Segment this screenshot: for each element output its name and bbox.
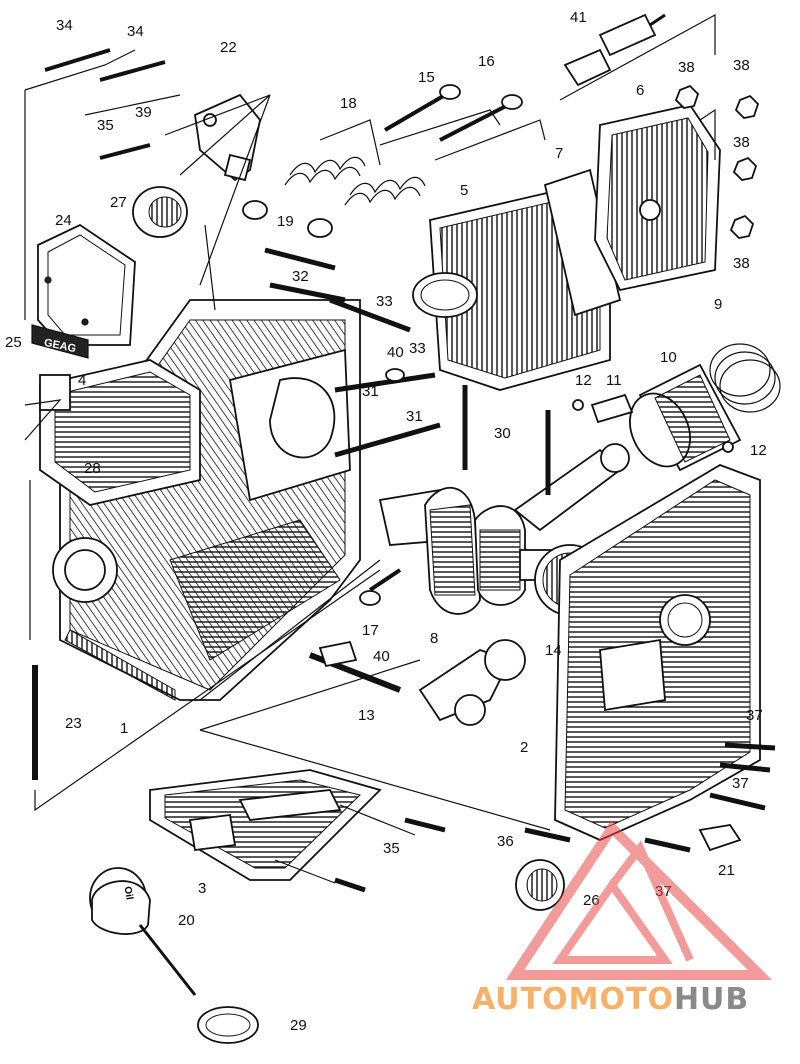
callout-label: 9 [714, 296, 722, 313]
connecting-rod [513, 443, 630, 532]
crankcase-right [554, 464, 761, 841]
callout-label: 2 [520, 739, 528, 756]
watermark-logo [505, 820, 773, 980]
base-cover [149, 769, 382, 881]
oil-dipstick: Oil [89, 867, 197, 996]
callout-label: 25 [5, 334, 22, 351]
callout-label: 18 [340, 95, 357, 112]
callout-label: 38 [733, 255, 750, 272]
callout-label: 31 [406, 408, 423, 425]
callout-label: 16 [478, 53, 495, 70]
callout-label: 15 [418, 69, 435, 86]
nuts [674, 84, 760, 239]
callout-label: 24 [55, 212, 72, 229]
studs-and-bolts [32, 48, 776, 893]
callout-label: 29 [290, 1017, 307, 1034]
callout-label: 8 [430, 630, 438, 647]
spark-plug [563, 13, 666, 87]
brand-part-1: AUTOMOTO [472, 982, 674, 1017]
leader-lines [24, 13, 716, 884]
callout-label: 10 [660, 349, 677, 366]
piston [629, 363, 742, 472]
callout-label: 5 [460, 182, 468, 199]
valve-chamber [39, 359, 201, 506]
valve-springs [242, 156, 426, 238]
dipstick-text: Oil [122, 886, 135, 901]
callout-label: 13 [358, 707, 375, 724]
brand-part-2: HUB [673, 982, 750, 1017]
callout-label: 35 [97, 117, 114, 134]
bearing-27 [132, 186, 188, 238]
callout-label: 3 [198, 880, 206, 897]
callout-label: 12 [750, 442, 767, 459]
bearing-26 [515, 859, 565, 911]
callout-label: 40 [387, 344, 404, 361]
callout-label: 38 [733, 57, 750, 74]
bracket [194, 93, 261, 182]
callout-label: 27 [110, 194, 127, 211]
callout-label: 7 [555, 145, 563, 162]
callout-label: 11 [606, 372, 622, 389]
callout-label: 14 [545, 642, 562, 659]
callout-label: 38 [678, 59, 695, 76]
piston-rings [709, 343, 781, 413]
callout-label: 28 [84, 460, 101, 477]
callout-label: 37 [746, 707, 763, 724]
callout-label: 17 [362, 622, 379, 639]
callout-label: 20 [178, 912, 195, 929]
callout-label: 30 [494, 425, 511, 442]
tappet-cover: GEAG [31, 223, 136, 359]
balance-lever [418, 639, 526, 726]
callout-label: 19 [277, 213, 294, 230]
callout-label: 38 [733, 134, 750, 151]
cylinder-head [543, 103, 721, 317]
watermark-brand: AUTOMOTOHUB [472, 982, 749, 1017]
callout-label: 33 [409, 340, 426, 357]
valves [383, 84, 523, 142]
callout-label: 22 [220, 39, 237, 56]
callout-label: 31 [362, 383, 379, 400]
callout-label: 4 [78, 372, 86, 389]
callout-label: 35 [383, 840, 400, 857]
callout-label: 34 [56, 17, 73, 34]
callout-label: 34 [127, 23, 144, 40]
callout-label: 1 [120, 720, 128, 737]
callout-label: 21 [718, 862, 735, 879]
sealing-washer [197, 1006, 259, 1044]
callout-label: 33 [376, 293, 393, 310]
callout-label: 32 [292, 268, 309, 285]
callout-label: 23 [65, 715, 82, 732]
callout-label: 39 [135, 104, 152, 121]
callout-label: 36 [497, 833, 514, 850]
callout-label: 12 [575, 372, 592, 389]
callout-label: 37 [732, 775, 749, 792]
callout-label: 40 [373, 648, 390, 665]
piston-pin [572, 393, 734, 453]
callout-label: 6 [636, 82, 644, 99]
callout-label: 41 [570, 9, 587, 26]
